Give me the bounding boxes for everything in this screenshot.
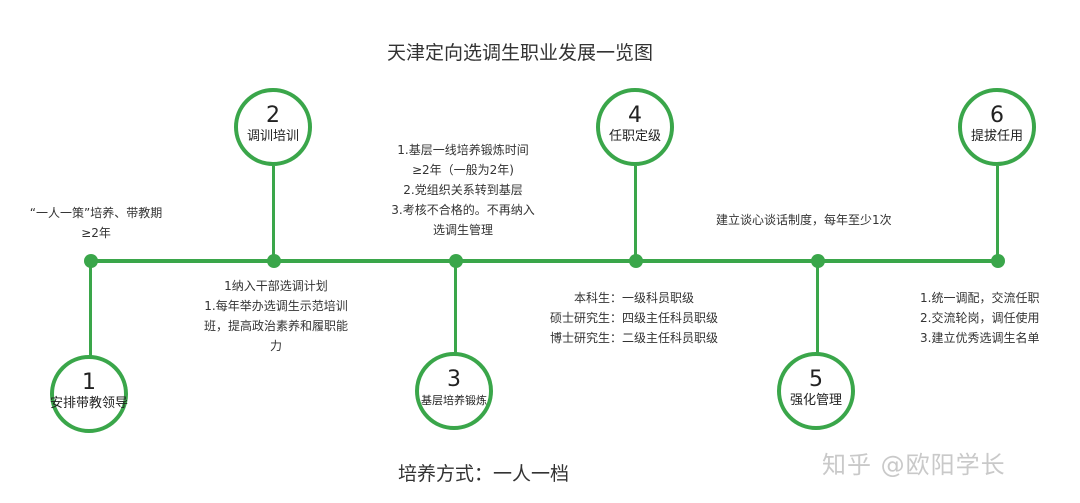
note-line: 力 bbox=[269, 339, 282, 353]
timeline-dot-5 bbox=[811, 254, 825, 268]
step-node-1: 1 安排带教领导 bbox=[50, 355, 128, 433]
note-line: 选调生管理 bbox=[432, 223, 493, 237]
note-line: 1.每年举办选调生示范培训 bbox=[204, 299, 348, 313]
note-line: 博士研究生：二级主任科员职级 bbox=[550, 331, 719, 345]
stem-1 bbox=[89, 262, 92, 358]
stem-4 bbox=[634, 166, 637, 262]
note-line: 硕士研究生：四级主任科员职级 bbox=[550, 311, 719, 325]
step-number: 4 bbox=[628, 103, 642, 128]
note-line: 班，提高政治素养和履职能 bbox=[203, 319, 348, 333]
stem-5 bbox=[816, 262, 819, 354]
note-step-6: 1.统一调配，交流任职 2.交流轮岗，调任使用 3.建立优秀选调生名单 bbox=[920, 288, 1070, 348]
note-line: “一人一策”培养、带教期 bbox=[29, 206, 163, 220]
step-number: 5 bbox=[809, 367, 823, 392]
step-node-4: 4 任职定级 bbox=[596, 88, 674, 166]
note-step-4: 本科生：一级科员职级 硕士研究生：四级主任科员职级 博士研究生：二级主任科员职级 bbox=[550, 288, 750, 348]
timeline-dot-6 bbox=[991, 254, 1005, 268]
step-number: 6 bbox=[990, 103, 1004, 128]
note-line: 2.交流轮岗，调任使用 bbox=[920, 311, 1040, 325]
timeline-dot-1 bbox=[84, 254, 98, 268]
step-label: 提拔任用 bbox=[970, 129, 1023, 144]
stem-6 bbox=[996, 166, 999, 262]
step-label: 基层培养锻炼 bbox=[421, 394, 487, 407]
step-number: 3 bbox=[447, 367, 461, 392]
step-node-5: 5 强化管理 bbox=[777, 352, 855, 430]
note-line: 1.统一调配，交流任职 bbox=[920, 291, 1040, 305]
note-line: 1.基层一线培养锻炼时间 bbox=[397, 143, 529, 157]
stem-2 bbox=[272, 166, 275, 262]
timeline-axis bbox=[90, 259, 998, 263]
step-number: 1 bbox=[82, 370, 96, 395]
footer-caption: 培养方式：一人一档 bbox=[398, 463, 570, 485]
note-line: 2.党组织关系转到基层 bbox=[403, 183, 523, 197]
timeline-dot-3 bbox=[449, 254, 463, 268]
timeline-dot-4 bbox=[629, 254, 643, 268]
note-line: 建立谈心谈话制度，每年至少1次 bbox=[716, 213, 892, 227]
step-number: 2 bbox=[266, 103, 280, 128]
watermark: 知乎 @欧阳学长 bbox=[822, 451, 1006, 479]
step-node-6: 6 提拔任用 bbox=[958, 88, 1036, 166]
note-step-2: 1纳入干部选调计划 1.每年举办选调生示范培训 班，提高政治素养和履职能 力 bbox=[196, 276, 356, 356]
note-line: 本科生：一级科员职级 bbox=[574, 291, 695, 305]
step-node-2: 2 调训培训 bbox=[234, 88, 312, 166]
step-label: 任职定级 bbox=[608, 129, 661, 144]
step-label: 强化管理 bbox=[789, 393, 842, 408]
step-node-3: 3 基层培养锻炼 bbox=[415, 352, 493, 430]
step-label: 调训培训 bbox=[246, 129, 299, 144]
note-line: 3.考核不合格的。不再纳入 bbox=[391, 203, 535, 217]
timeline-dot-2 bbox=[267, 254, 281, 268]
note-step-3: 1.基层一线培养锻炼时间 ≥2年（一般为2年) 2.党组织关系转到基层 3.考核… bbox=[383, 140, 543, 240]
note-line: 3.建立优秀选调生名单 bbox=[920, 331, 1040, 345]
note-step-1: “一人一策”培养、带教期 ≥2年 bbox=[22, 203, 170, 243]
stem-3 bbox=[454, 262, 457, 354]
note-line: ≥2年（一般为2年) bbox=[411, 163, 514, 177]
diagram-title: 天津定向选调生职业发展一览图 bbox=[386, 42, 653, 64]
note-line: 1纳入干部选调计划 bbox=[224, 279, 328, 293]
note-step-5: 建立谈心谈话制度，每年至少1次 bbox=[716, 210, 936, 230]
note-line: ≥2年 bbox=[81, 226, 111, 240]
step-label: 安排带教领导 bbox=[49, 396, 128, 411]
